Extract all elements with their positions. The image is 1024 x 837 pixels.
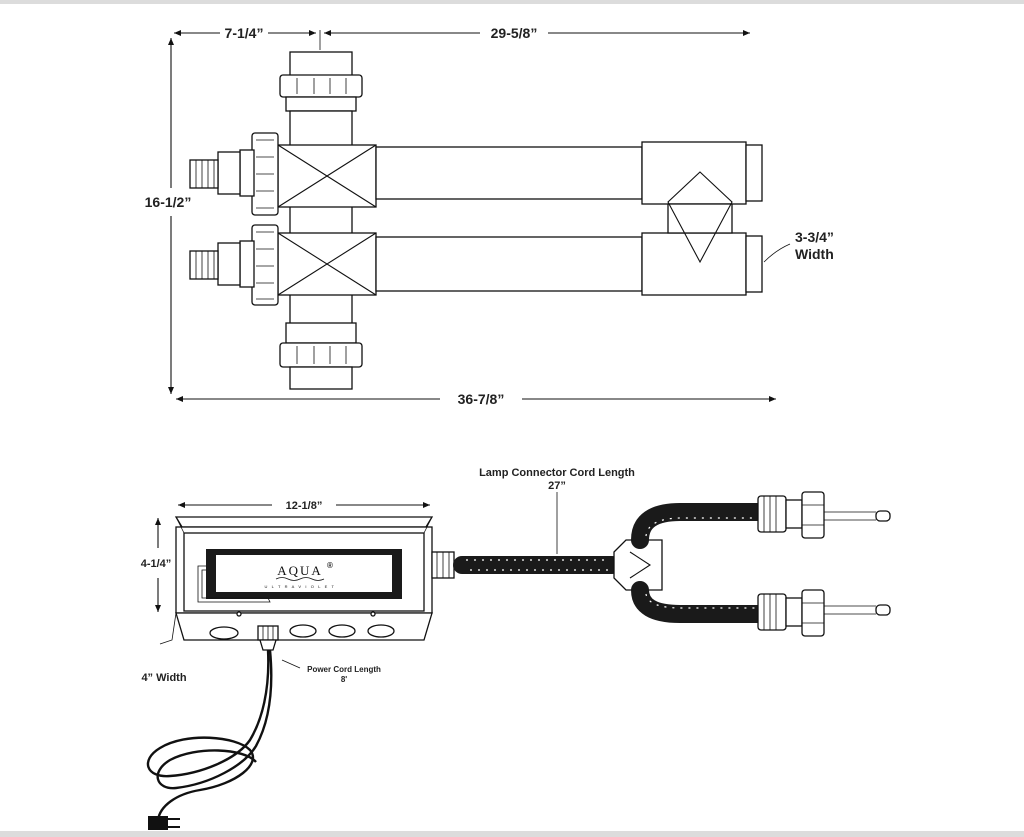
- power-cord-leader: [281, 659, 301, 669]
- upper-inlet-fitting: [189, 132, 279, 216]
- lower-uv-chamber: [375, 236, 643, 292]
- logo-subtitle: U L T R A V I O L E T: [264, 584, 335, 589]
- top-dimension-lines: [168, 30, 791, 402]
- bottom-union-nut: [279, 322, 363, 390]
- control-box-height-label: 4-1/4”: [141, 558, 172, 570]
- top-union-nut: [279, 74, 363, 98]
- power-cord-value: 8': [341, 675, 347, 684]
- lamp-cord-title: Lamp Connector Cord Length: [479, 467, 635, 479]
- lower-lamp-plug: [757, 589, 891, 637]
- control-box-width-label: 4” Width: [141, 672, 186, 684]
- chamber-width-word-label: Width: [795, 246, 834, 262]
- top-frame-border: [0, 0, 1024, 4]
- control-box: [159, 516, 434, 651]
- overall-height-label: 16-1/2”: [145, 194, 192, 210]
- control-box-length-label: 12-1/8”: [286, 500, 323, 512]
- bottom-frame-border: [0, 831, 1024, 837]
- control-box-dimension-lines: [155, 502, 430, 612]
- top-left-width-label: 7-1/4”: [225, 25, 264, 41]
- right-end-fitting: [641, 141, 763, 296]
- lamp-cord-value: 27”: [548, 480, 566, 492]
- top-pipe-stub: [289, 51, 353, 77]
- chamber-width-value-label: 3-3/4”: [795, 229, 834, 245]
- lower-cross-tee: [277, 232, 377, 296]
- power-cord-title: Power Cord Length: [307, 665, 381, 674]
- top-length-label: 29-5/8”: [491, 25, 538, 41]
- logo-main: AQUA: [277, 563, 323, 578]
- upper-uv-chamber: [375, 146, 643, 200]
- logo-registered: ®: [327, 561, 333, 570]
- logo-wave: [275, 577, 325, 581]
- upper-cross-tee: [277, 144, 377, 208]
- overall-length-label: 36-7/8”: [458, 391, 505, 407]
- lower-inlet-fitting: [189, 224, 279, 306]
- label-panel-inner: [216, 555, 392, 592]
- power-cord: [146, 649, 273, 830]
- lamp-connector-cord: [431, 503, 767, 623]
- upper-lamp-plug: [757, 491, 891, 539]
- sterilizer-unit: [189, 51, 763, 390]
